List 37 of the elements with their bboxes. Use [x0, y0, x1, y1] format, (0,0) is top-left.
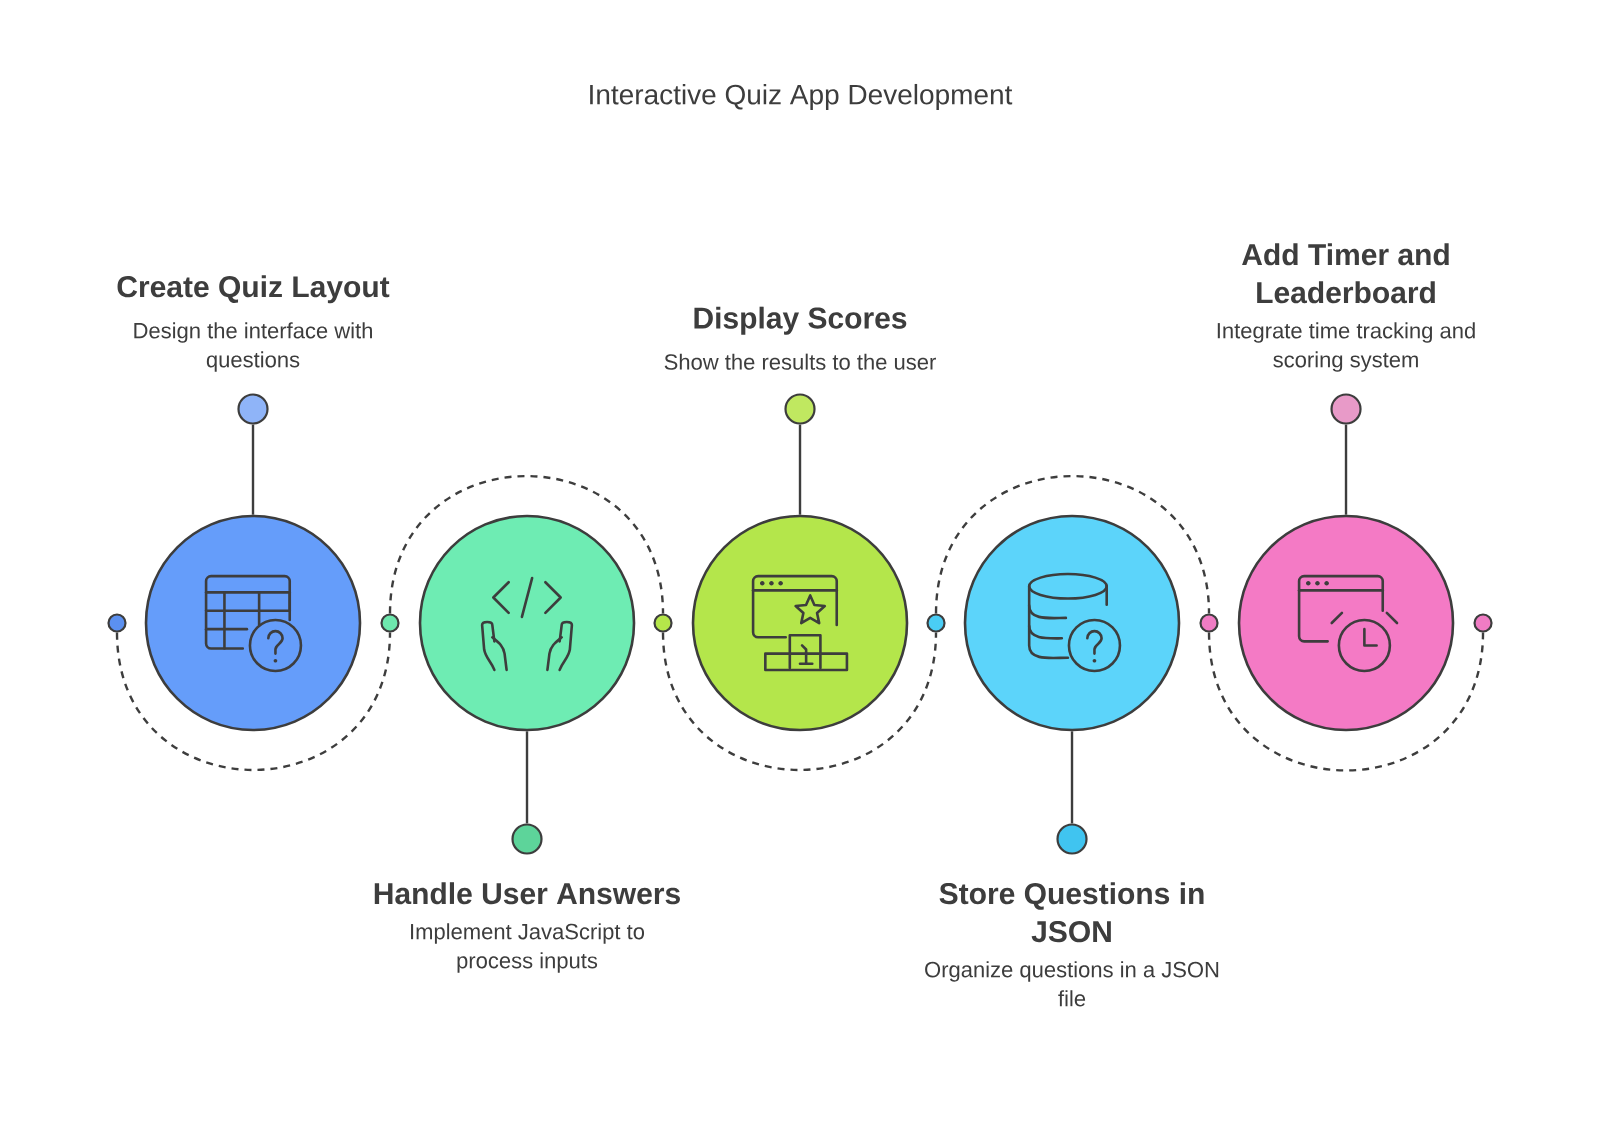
connector-line: [798, 424, 802, 515]
dashed-arc: [388, 475, 665, 614]
dashed-arc: [115, 632, 392, 771]
connector-dot: [784, 393, 816, 425]
connector-line: [1344, 424, 1348, 515]
dashed-arc: [934, 475, 1211, 614]
step-circle: [144, 514, 362, 732]
connector-line: [1070, 731, 1074, 824]
dashed-arc: [661, 632, 938, 771]
connector-dot: [107, 613, 127, 633]
step-description: Integrate time tracking and scoring system: [1217, 322, 1475, 372]
step-heading: Handle User Answers: [374, 882, 680, 905]
dashed-arc: [1207, 632, 1485, 772]
connector-dot: [926, 613, 946, 633]
connector-dot: [511, 823, 543, 855]
step-description: Show the results to the user: [664, 353, 936, 370]
connector-line: [525, 731, 529, 824]
connector-dot: [237, 393, 269, 425]
step-circle: [418, 514, 636, 732]
step-heading: Create Quiz Layout: [117, 275, 390, 304]
step-heading: Add Timer and Leaderboard: [1242, 243, 1449, 304]
step-description: Implement JavaScript to process inputs: [411, 923, 645, 973]
connector-line: [251, 424, 255, 515]
diagram-title: Interactive Quiz App Development: [590, 83, 1013, 111]
connector-dot: [1330, 393, 1362, 425]
connector-dot: [1473, 613, 1493, 633]
step-description: Organize questions in a JSON file: [925, 961, 1219, 1007]
step-circle: [1237, 514, 1455, 732]
connector-dot: [1056, 823, 1088, 855]
connector-dot: [1199, 613, 1219, 633]
step-heading: Display Scores: [694, 306, 907, 335]
step-circle: [691, 514, 909, 732]
step-description: Design the interface with questions: [134, 322, 372, 372]
step-circle: [963, 514, 1181, 732]
connector-dot: [380, 613, 400, 633]
connector-dot: [653, 613, 673, 633]
step-heading: Store Questions in JSON: [939, 882, 1204, 943]
